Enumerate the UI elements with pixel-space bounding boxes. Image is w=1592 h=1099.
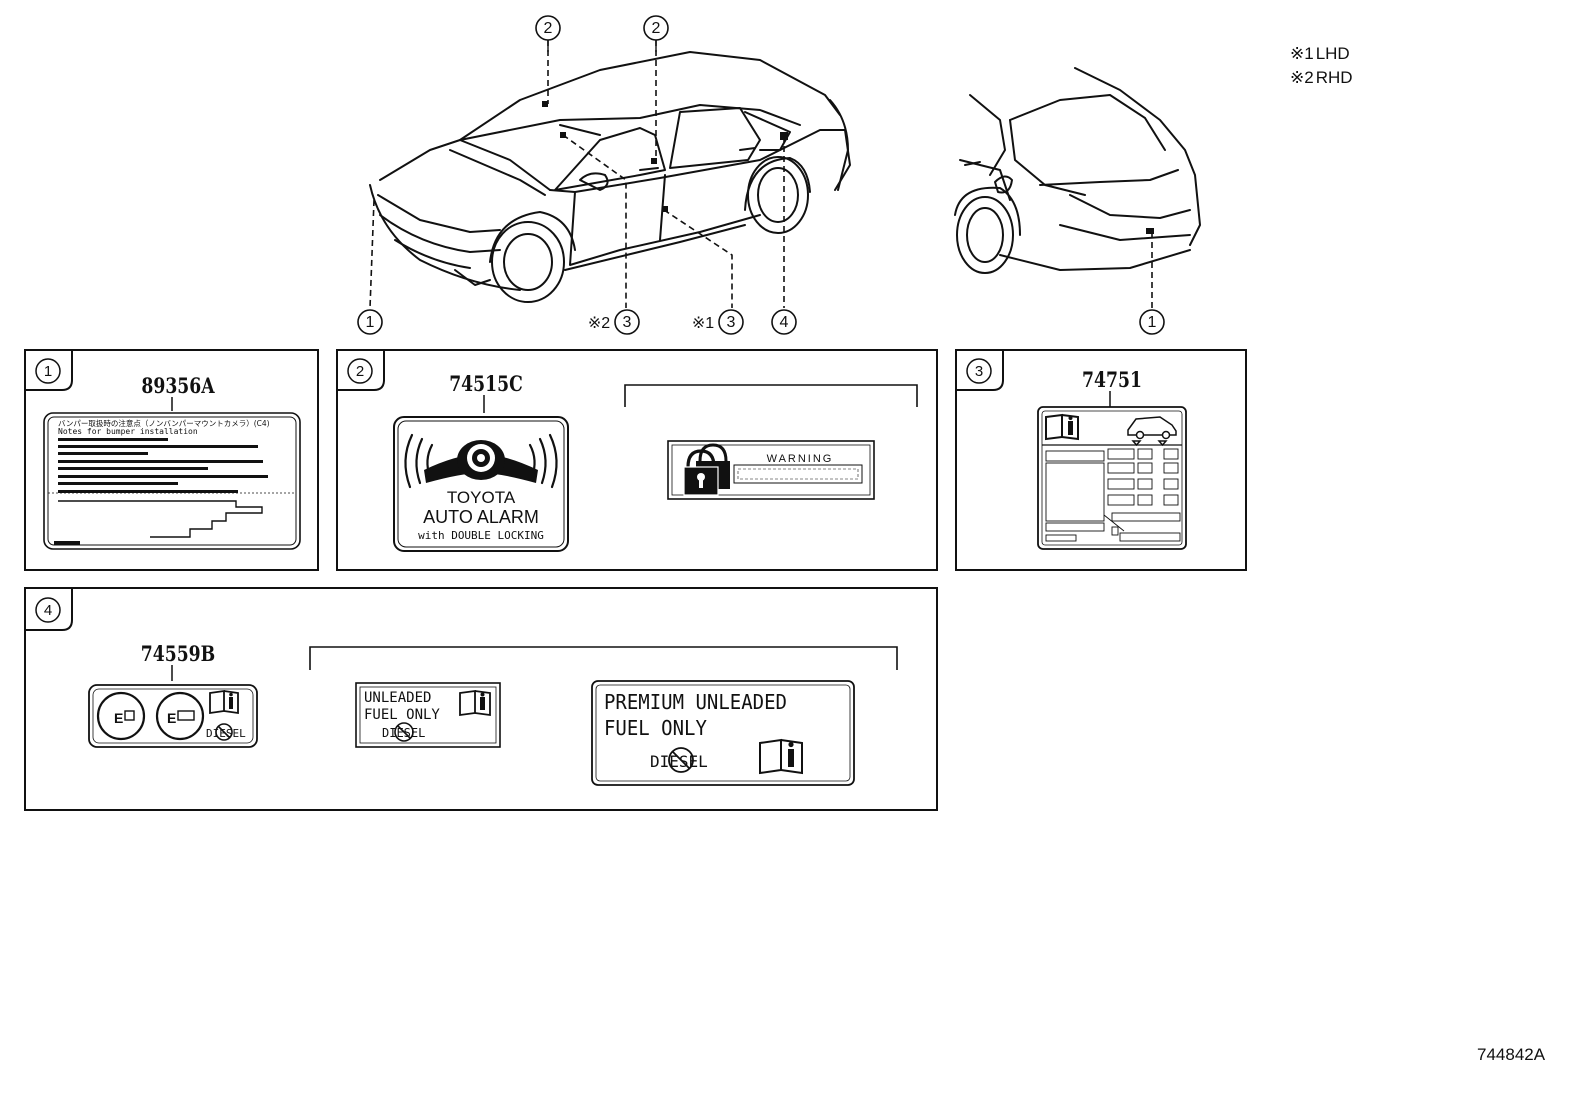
panel-2-index: 2 (356, 363, 364, 380)
document-id: 744842A (1477, 1045, 1546, 1064)
callout-2-b: 2 (652, 20, 661, 37)
panel-2-frame (336, 349, 938, 571)
part-number-74559B: 74559B (141, 641, 215, 666)
owner-manual-icon-small (209, 689, 239, 715)
svg-text:E: E (114, 710, 123, 726)
auto-alarm-label: TOYOTA AUTO ALARM with DOUBLE LOCKING (393, 416, 569, 552)
padlock-icon (683, 443, 730, 496)
no-diesel-icon-small (215, 723, 233, 741)
unleaded-small-diesel: DIESEL (382, 726, 425, 740)
panel-1-frame (24, 349, 319, 571)
callout-3-lhd: 3 (727, 314, 736, 331)
panel-4-index: 4 (44, 602, 52, 619)
part-number-74515C: 74515C (449, 371, 523, 396)
note-lhd-mark: ※1 (692, 315, 714, 332)
vehicle-illustration: 2 2 1 3 3 4 1 ※2 ※1 (357, 15, 1201, 335)
premium-diesel: DIESEL (650, 752, 708, 771)
callout-1-b: 1 (1148, 314, 1157, 331)
unleaded-fuel-label-small: UNLEADED FUEL ONLY DIESEL (355, 682, 501, 748)
part-number-74751: 74751 (1082, 367, 1142, 392)
warning-label-title: WARNING (767, 453, 834, 465)
premium-line1: PREMIUM UNLEADED (604, 691, 787, 715)
premium-line2: FUEL ONLY (604, 717, 707, 741)
bumper-label-en-line: Notes for bumper installation (58, 427, 198, 436)
no-diesel-icon-large (668, 747, 694, 773)
callout-4: 4 (780, 314, 789, 331)
owner-manual-icon-fuel-small (459, 689, 491, 717)
sedan-front-view (369, 51, 851, 303)
panel-3-index: 3 (975, 363, 983, 380)
part-number-89356A: 89356A (141, 373, 215, 398)
owner-manual-icon (1045, 413, 1079, 441)
bumper-notes-label: バンパー取扱時の注意点（ノンバンパーマウントカメラ）(C4) Notes for… (43, 412, 301, 550)
double-lock-warning-label: WARNING (667, 440, 875, 500)
panel-3-frame (955, 349, 1247, 571)
note-rhd-mark: ※2 (588, 315, 610, 332)
panel-4-frame (24, 587, 938, 811)
sedan-rear-view (954, 67, 1201, 274)
fuel-gauge-icon-label: E E DIESEL (88, 684, 258, 748)
fuel-gauge-icon-1: E (96, 691, 146, 741)
fuel-gauge-icon-2: E (155, 691, 205, 741)
owner-manual-icon-large (759, 738, 803, 775)
tire-information-label (1037, 406, 1187, 550)
label-panels: 1 2 3 4 89356A 74515C 74751 74559B バンパー取… (24, 349, 1247, 811)
svg-text:E: E (167, 710, 176, 726)
alarm-siren-icon (404, 433, 558, 489)
bumper-label-jp-line: バンパー取扱時の注意点（ノンバンパーマウントカメラ）(C4) (58, 418, 270, 428)
unleaded-small-line2: FUEL ONLY (364, 707, 440, 723)
alarm-label-line1: TOYOTA (447, 488, 516, 507)
callout-1-a: 1 (366, 314, 375, 331)
car-outline-icon (1127, 416, 1177, 447)
unleaded-small-line1: UNLEADED (364, 690, 431, 706)
panel-1-index: 1 (44, 363, 52, 380)
callout-3-rhd: 3 (623, 314, 632, 331)
no-diesel-icon (394, 722, 414, 742)
premium-unleaded-fuel-label: PREMIUM UNLEADED FUEL ONLY DIESEL (591, 680, 855, 786)
callout-2-a: 2 (544, 20, 553, 37)
alarm-label-line2: AUTO ALARM (423, 507, 539, 527)
alarm-label-line3: with DOUBLE LOCKING (418, 529, 544, 542)
